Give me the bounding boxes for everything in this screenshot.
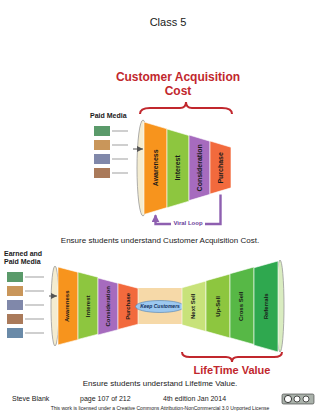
stage-name: Referrals xyxy=(263,293,270,319)
band-text-holder: Cross Sell xyxy=(230,267,254,344)
media-icon xyxy=(94,168,110,178)
funnel-stage: Purchase xyxy=(210,141,231,194)
band-text-holder: Next Sell xyxy=(182,281,206,332)
band-text-holder: Awareness xyxy=(144,122,167,214)
oval-text: Keep Customers xyxy=(140,303,180,309)
stage-name: Up-Sell xyxy=(215,296,222,317)
stage-name: Awareness xyxy=(152,150,160,187)
stage-oval: Keep Customers xyxy=(135,300,185,313)
band-fill xyxy=(78,272,98,339)
stage-name: Interest xyxy=(85,295,92,317)
media-icon xyxy=(7,300,23,310)
funnel-stage: Referrals xyxy=(254,261,278,352)
funnel-stage: Awareness xyxy=(58,267,78,345)
media-ray xyxy=(25,277,44,333)
stage-name: Next Sell xyxy=(191,293,198,318)
footer-text: 4th edition Jan 2014 xyxy=(163,395,226,403)
section-heading: LifeTime Value xyxy=(182,364,282,377)
media-group: Paid Media xyxy=(90,112,132,186)
funnel-stage: Cross Sell xyxy=(230,267,254,344)
funnel-stage: Next Sell xyxy=(182,281,206,332)
media-icon xyxy=(7,272,23,282)
media-icons xyxy=(7,272,44,338)
band-text-holder: Purchase xyxy=(118,283,138,329)
band-text-holder: Consideration xyxy=(98,278,118,335)
funnel-stage: Consideration xyxy=(98,278,118,335)
band-text-holder: Awareness xyxy=(58,267,78,345)
media-icon xyxy=(7,328,23,338)
caption: Ensure students understand Lifetime Valu… xyxy=(0,379,320,389)
media-icon xyxy=(94,154,110,164)
funnel-stage: Consideration xyxy=(189,135,210,201)
band-fill xyxy=(189,135,210,201)
badge-icon xyxy=(303,396,309,402)
band-text-holder: Referrals xyxy=(254,261,278,352)
funnel-stage: Awareness xyxy=(144,122,167,214)
band-fill xyxy=(210,141,231,194)
stage-name: Purchase xyxy=(125,292,132,319)
band-text-holder: Interest xyxy=(78,272,98,339)
page-title: Class 5 xyxy=(18,16,318,28)
band-fill xyxy=(206,274,230,338)
badge-frame xyxy=(282,394,314,404)
band-fill xyxy=(58,267,78,345)
license-badge xyxy=(282,394,314,404)
band-fill xyxy=(98,278,118,335)
band-text-holder: Up-Sell xyxy=(206,274,230,338)
band-text-holder: Purchase xyxy=(210,141,231,194)
flow-arrow xyxy=(133,149,143,150)
red-brace xyxy=(140,102,232,114)
caption: Ensure students understand Customer Acqu… xyxy=(0,236,320,246)
media-icon xyxy=(94,140,110,150)
loop-label: Viral Loop xyxy=(171,220,204,227)
band-fill xyxy=(230,267,254,344)
oval-fill xyxy=(136,300,185,312)
stage-name: Consideration xyxy=(196,144,204,191)
red-brace xyxy=(182,352,282,362)
stage-name: Purchase xyxy=(217,152,225,184)
funnel-stage: Up-Sell xyxy=(206,274,230,338)
badge-icon xyxy=(294,396,300,402)
media-icons xyxy=(94,126,128,178)
band-fill xyxy=(254,261,278,352)
funnel-stage: Interest xyxy=(167,129,189,208)
funnel-stage: Purchase xyxy=(118,283,138,329)
media-heading: Paid Media xyxy=(90,112,132,120)
media-icon xyxy=(7,286,23,296)
funnel-neck xyxy=(138,288,182,324)
band-fill xyxy=(118,283,138,329)
stage-name: Interest xyxy=(174,155,182,180)
badge-icon xyxy=(284,395,291,402)
stage-name: Awareness xyxy=(65,290,72,322)
media-ray xyxy=(112,131,128,173)
media-group: Earned and Paid Media xyxy=(4,250,48,342)
license-text: This work is licensed under a Creative C… xyxy=(0,405,320,411)
band-text-holder: Consideration xyxy=(189,135,210,201)
section-heading: Customer Acquisition Cost xyxy=(103,70,253,98)
footer-text: Steve Blank xyxy=(12,395,49,403)
stage-name: Cross Sell xyxy=(239,291,246,320)
footer-text: page 107 of 212 xyxy=(80,395,131,403)
band-fill xyxy=(144,122,167,214)
band-fill xyxy=(182,281,206,332)
stage-name: Consideration xyxy=(105,286,112,326)
flow-arrow xyxy=(49,296,57,297)
media-heading: Earned and Paid Media xyxy=(4,250,48,266)
funnel-stage: Interest xyxy=(78,272,98,339)
media-icon xyxy=(94,126,110,136)
band-fill xyxy=(167,129,189,208)
band-text-holder: Interest xyxy=(167,129,189,208)
media-icon xyxy=(7,314,23,324)
